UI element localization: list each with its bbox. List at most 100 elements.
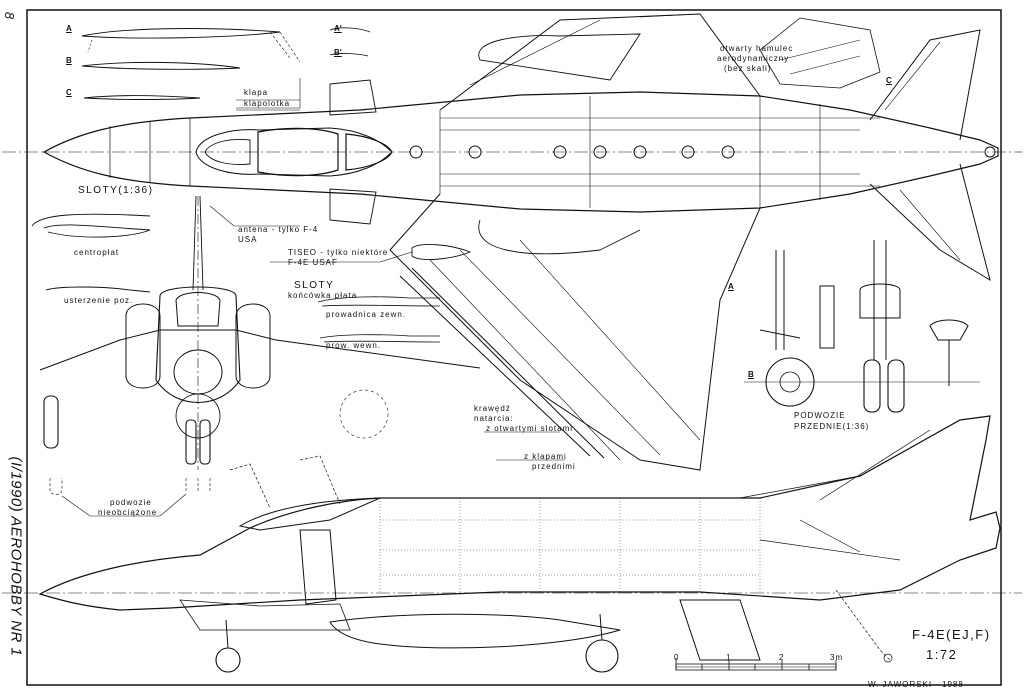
stabilizer-side — [759, 519, 901, 561]
right-intake-front — [235, 303, 271, 389]
label-nose-gear-1: PODWOZIE — [794, 411, 846, 420]
spine-circle — [553, 145, 567, 159]
top-view — [2, 13, 1022, 471]
label-otwartymi: z otwartymi slotami — [486, 424, 574, 433]
stabilizer-hinge-lines — [884, 41, 961, 261]
nose-wheel-front — [199, 419, 211, 465]
nose-strut-front — [873, 240, 887, 360]
airbrake-sketch — [759, 17, 881, 89]
scale-tick-label: 3m — [830, 653, 844, 662]
side-view — [2, 415, 1022, 673]
section-marker-a: A — [728, 282, 734, 291]
unloaded-gear-nose — [185, 478, 211, 492]
section-label-b-prime: B' — [334, 48, 342, 57]
label-airbrake-3: (bez skali) — [724, 64, 772, 73]
scale-bar-ticks — [675, 658, 837, 670]
label-klapolotka: klapolotka — [244, 99, 291, 108]
fuselage-frames — [439, 96, 821, 208]
airfoil-section-c — [83, 95, 201, 100]
nose-wheel-front-left — [863, 359, 881, 413]
spine-circle — [681, 145, 695, 159]
nose-panel-lines — [109, 118, 191, 186]
right-stabilizer-top — [869, 163, 991, 282]
label-krawedz-1: krawędź — [474, 404, 511, 413]
label-tiseo-1: TISEO - tylko niektóre — [288, 248, 389, 257]
label-sloty: SLOTY — [294, 280, 335, 291]
airfoil-section-b-prime — [329, 53, 369, 57]
label-prowadnica: prowadnica zewn. — [326, 310, 407, 319]
spine-circle — [721, 145, 735, 159]
leading-edge-label-underlines — [484, 431, 565, 461]
label-klapa: klapa — [244, 88, 269, 97]
airfoil-section-a — [81, 28, 281, 39]
magazine-reference: (I/1990) AEROHOBBY NR 1 — [7, 456, 25, 657]
nose-wheel-front — [185, 419, 197, 465]
centerline-tank-side — [329, 613, 621, 649]
spine-circle — [409, 145, 423, 159]
scale-tick-label: 1 — [726, 653, 732, 662]
nose-wheel-front-right — [887, 359, 905, 413]
podwozie-leader — [61, 493, 187, 517]
fin-panel-lines — [739, 419, 961, 501]
label-klapami-1: z klapami — [524, 452, 567, 461]
label-antenna-1: antena - tylko F-4 — [238, 225, 319, 234]
main-gear-door-side — [679, 599, 761, 661]
section-label-c: C — [66, 88, 72, 97]
left-wing-fence — [478, 33, 641, 81]
prowadnica-wewn-slot — [319, 334, 441, 343]
fuselage-front — [155, 286, 241, 403]
label-koncowka: końcówka płata — [288, 291, 358, 300]
antenna-leader — [209, 205, 300, 227]
usterzenie-section — [45, 286, 151, 293]
scale-bar — [675, 658, 837, 671]
klapolotka-leader — [236, 78, 301, 109]
vertical-fin-front — [192, 195, 204, 291]
airfoil-section-b — [81, 61, 241, 70]
open-canopy-dashed — [229, 455, 341, 509]
label-sloty-scale: SLOTY(1:36) — [78, 185, 154, 196]
flap-label-underlines — [236, 99, 300, 111]
tail-hook-end — [883, 653, 893, 663]
fuselage-longerons — [440, 117, 880, 187]
airfoil-section-a-prime — [329, 27, 371, 33]
tiseo-leader — [270, 251, 413, 263]
sparrow-well-side — [179, 599, 351, 631]
unloaded-gear-left — [49, 478, 63, 495]
wing-front — [39, 329, 481, 371]
side-panel-grid — [379, 498, 761, 592]
left-intake-top — [329, 79, 377, 116]
tiseo-pod — [411, 244, 472, 260]
right-intake-top — [329, 188, 377, 225]
drawing-year: 1988 — [942, 680, 964, 689]
model-designation: F-4E(EJ,F) — [912, 627, 991, 642]
section-marker-c: C — [886, 76, 892, 85]
intake-side — [299, 529, 337, 605]
label-usterzenie: usterzenie poz. — [64, 296, 134, 305]
nose-wheel-side-view — [215, 647, 241, 673]
left-wing-panel-lines — [469, 13, 701, 86]
front-cockpit-top — [257, 127, 339, 177]
fuselage-side — [38, 415, 1001, 611]
spine-circle — [468, 145, 482, 159]
front-view — [39, 195, 481, 517]
tail-hook-dashed — [835, 589, 891, 661]
label-krawedz-2: natarcia: — [474, 414, 514, 423]
main-wheel-side-view — [585, 639, 619, 673]
label-tiseo-2: F-4E USAF — [288, 258, 338, 267]
left-main-wheel-front — [43, 395, 59, 449]
label-airbrake-2: aerodynamiczny — [717, 54, 790, 63]
label-prow-wewn: prow. wewn. — [326, 341, 382, 350]
right-wing-pylon-area — [478, 219, 641, 255]
left-intake-front — [125, 303, 161, 389]
front-windscreen-top — [204, 139, 251, 165]
rear-cockpit-top — [345, 133, 393, 171]
slat-lines — [429, 239, 701, 461]
nose-gear-top-detail — [929, 319, 969, 341]
section-label-a-prime: A' — [334, 24, 342, 33]
section-label-a: A — [66, 24, 72, 33]
left-stabilizer-top — [869, 29, 981, 141]
centerline-tank-front — [175, 393, 221, 439]
spine-circle — [633, 145, 647, 159]
label-airbrake-1: otwarty hamulec — [720, 44, 794, 53]
